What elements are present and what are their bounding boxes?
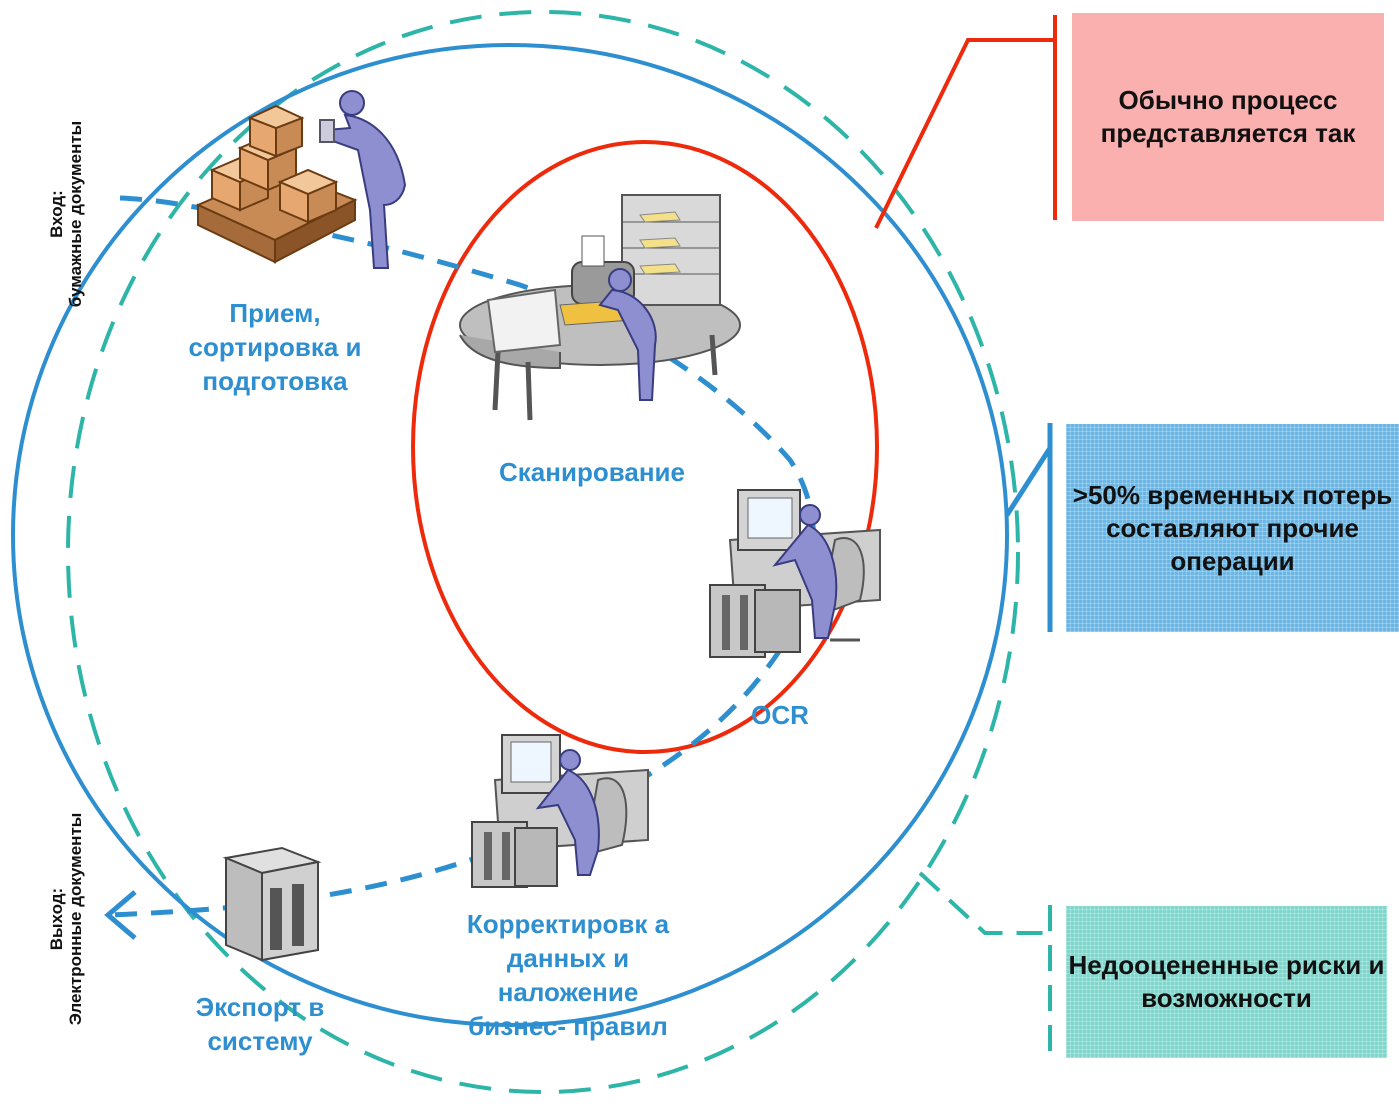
stage-scan-label: Сканирование: [499, 457, 685, 487]
process-circle: [11, 43, 1009, 1027]
stage-correct-label: Корректировк а данных и наложение бизнес…: [466, 909, 670, 1041]
computer-operator-icon-correction: [471, 734, 649, 888]
output-label-subtitle: Электронные документы: [66, 812, 85, 1026]
stage-export-label: Экспорт в систему: [195, 992, 325, 1056]
callout-time-losses: >50% временных потерь составляют прочие …: [1066, 424, 1399, 632]
red-connector: [874, 15, 1057, 229]
blue-connector: [1004, 423, 1053, 632]
worker-icon: [319, 90, 407, 269]
input-label: Вход: бумажные документы: [47, 94, 85, 334]
boxes-pallet-icon: [195, 104, 358, 264]
callout-losses-text: >50% временных потерь составляют прочие …: [1072, 479, 1393, 576]
perceived-process-circle: [411, 140, 879, 754]
callout-risks-text: Недооцененные риски и возможности: [1068, 950, 1385, 1013]
callout-usual-process: Обычно процесс представляется так: [1072, 13, 1384, 221]
server-icon: [222, 846, 322, 962]
teal-connector: [918, 871, 1052, 1060]
extended-process-circle: [66, 10, 1020, 1094]
input-label-subtitle: бумажные документы: [66, 120, 85, 308]
input-label-title: Вход:: [47, 190, 66, 238]
scanner-desk-icon: [459, 194, 741, 421]
output-arrow-icon: [104, 890, 137, 940]
computer-operator-icon-ocr: [709, 489, 881, 658]
output-label-title: Выход:: [47, 887, 66, 951]
output-label: Выход: Электронные документы: [47, 799, 85, 1039]
callout-usual-text: Обычно процесс представляется так: [1100, 85, 1356, 148]
stage-ocr-label: OCR: [751, 700, 809, 730]
callout-risks: Недооцененные риски и возможности: [1066, 906, 1387, 1058]
stage-receive-label: Прием, сортировка и подготовка: [188, 298, 362, 396]
